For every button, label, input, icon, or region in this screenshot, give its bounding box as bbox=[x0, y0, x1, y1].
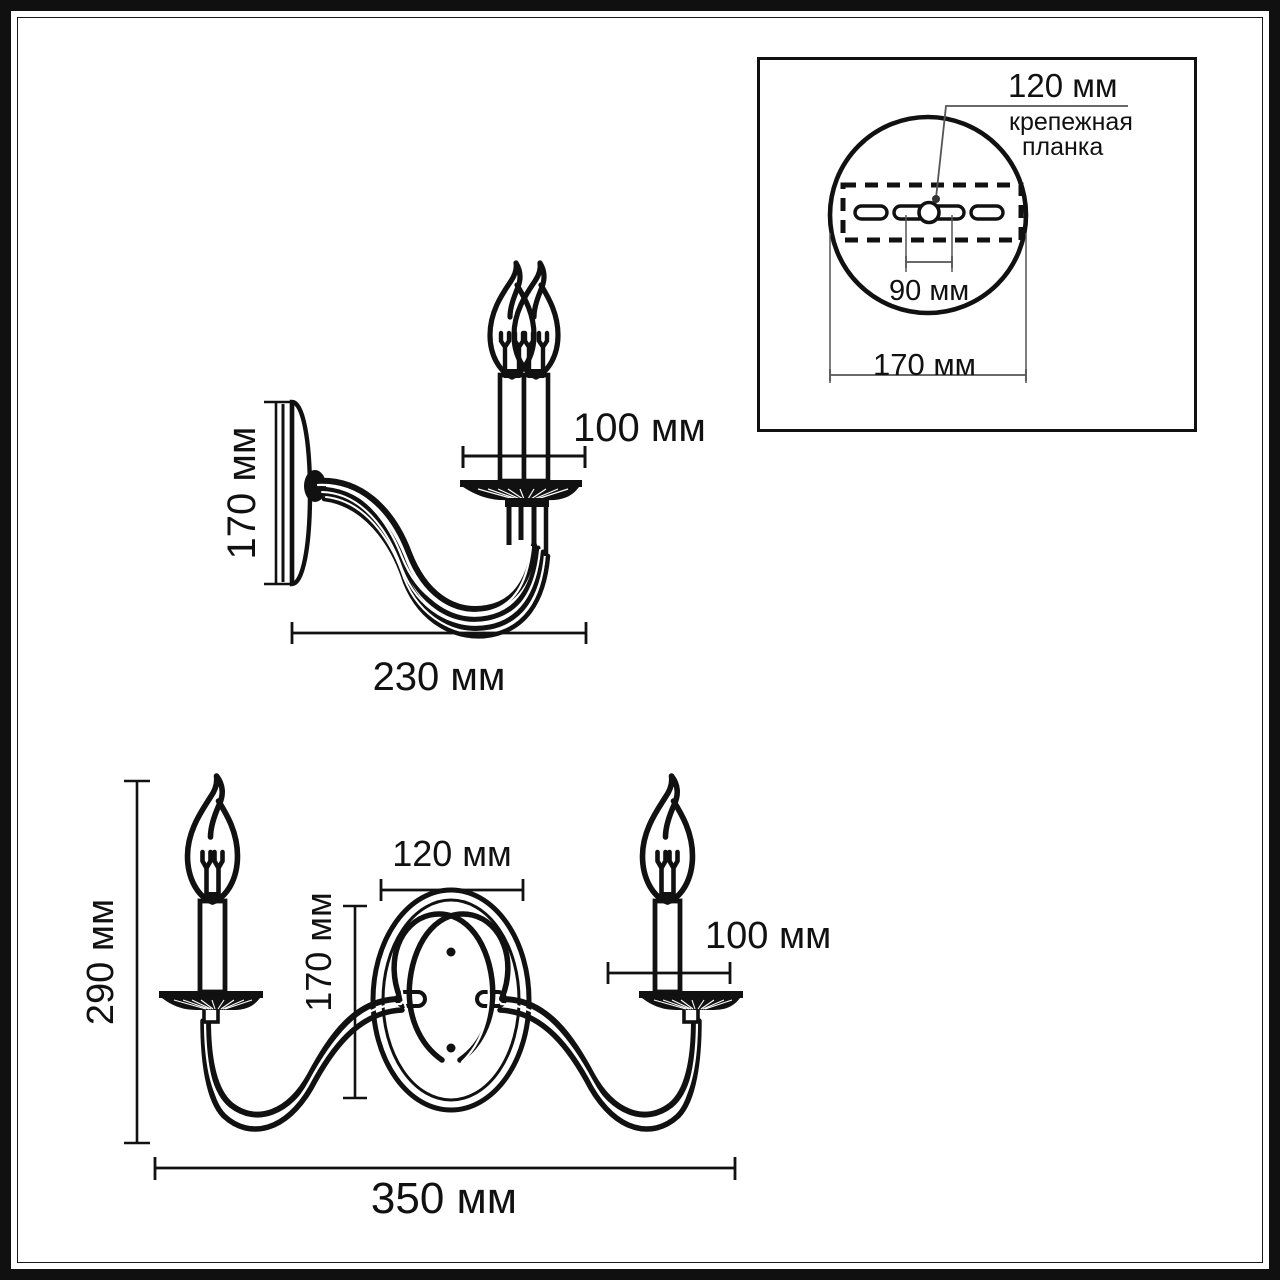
mount-detail-panel-border bbox=[757, 57, 1197, 432]
sheet-inner-border bbox=[17, 17, 1263, 1263]
